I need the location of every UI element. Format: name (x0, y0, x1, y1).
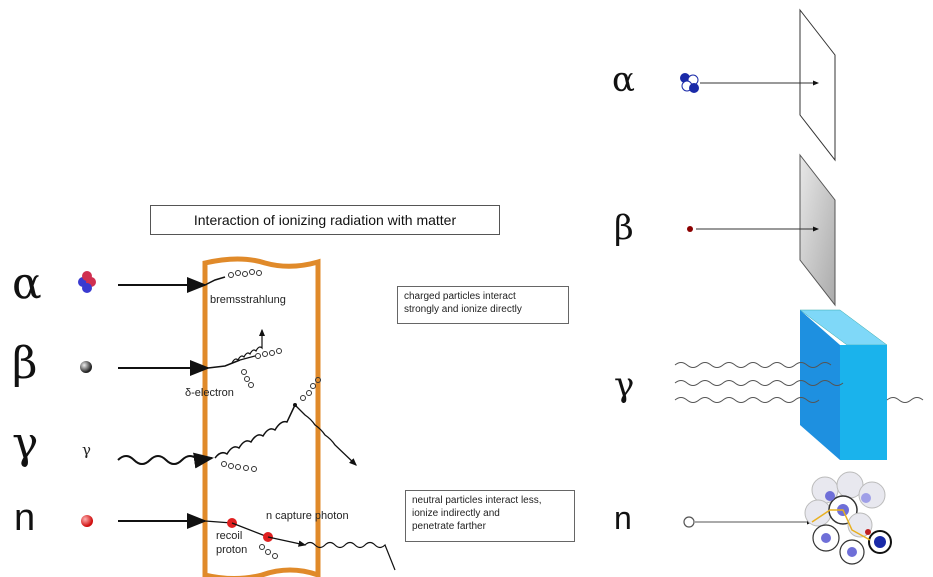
note-line: charged particles interact (404, 291, 516, 302)
alpha-particle-right-icon (680, 73, 699, 93)
beta-symbol-right: β (614, 208, 634, 248)
recoil-label: recoil (216, 530, 243, 542)
proton-label: proton (216, 544, 248, 556)
note-line: penetrate farther (412, 521, 486, 532)
neutral-particles-note: neutral particles interact less, ionize … (405, 490, 575, 542)
gamma-small-label: γ (82, 441, 91, 459)
note-line: neutral particles interact less, (412, 495, 542, 506)
paper-sheet (799, 8, 836, 162)
beta-symbol-left: β (12, 338, 38, 389)
neutron-symbol-right: n (614, 500, 632, 536)
note-line: ionize indirectly and (412, 508, 500, 519)
lead-block-front (800, 310, 840, 460)
alpha-symbol-right: α (612, 60, 635, 100)
note-line: strongly and ionize directly (404, 304, 522, 315)
gamma-symbol-right: γ (614, 365, 635, 405)
diagram-title: Interaction of ionizing radiation with m… (150, 205, 500, 235)
beta-particle-right-icon (687, 226, 693, 232)
charged-particles-note: charged particles interact strongly and … (397, 286, 569, 324)
neutron-symbol-left: n (14, 497, 36, 539)
n-capture-photon-label: n capture photon (266, 510, 349, 522)
nuclei-cluster (804, 471, 892, 565)
neutron-right-icon (683, 516, 695, 528)
neutron-particle-icon (81, 515, 93, 527)
aluminium-plate (799, 153, 836, 307)
delta-electron-label: δ-electron (185, 387, 234, 399)
bremsstrahlung-label: bremsstrahlung (210, 294, 286, 306)
matter-frame (202, 256, 321, 577)
lead-block-side (840, 345, 887, 460)
gamma-symbol-left: γ (12, 418, 39, 469)
beta-particle-icon (80, 361, 92, 373)
alpha-particle-icon (78, 271, 96, 293)
alpha-symbol-left: α (12, 258, 42, 309)
